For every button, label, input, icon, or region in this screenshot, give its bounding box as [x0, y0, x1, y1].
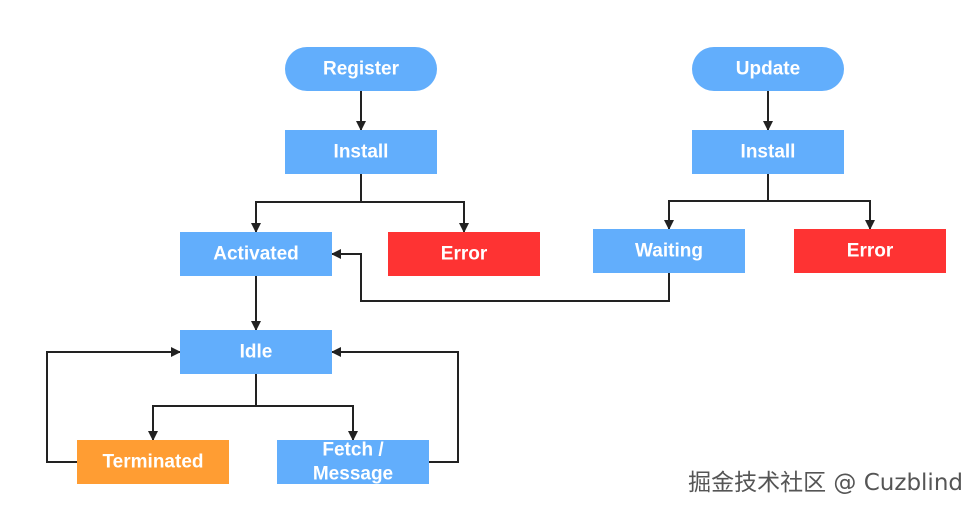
node-label-fetch-message: Message: [313, 464, 393, 485]
node-box-activated: [180, 232, 332, 276]
watermark-text: 掘金技术社区 @ Cuzblind: [688, 470, 963, 496]
node-box-install-1: [285, 130, 437, 174]
node-box-install-2: [692, 130, 844, 174]
node-register: Register: [285, 47, 437, 91]
edge-fetch-message-to-idle: [331, 347, 459, 463]
node-label-install-2: Install: [741, 142, 796, 163]
edge-idle-to-fetch-message: [255, 374, 358, 441]
edge-waiting-to-activated: [331, 249, 670, 302]
node-label-waiting: Waiting: [635, 241, 703, 262]
node-box-register: [285, 47, 437, 91]
node-fetch-message: Fetch / Message: [277, 440, 429, 485]
node-box-error-1: [388, 232, 540, 276]
edge-install-2-to-waiting: [664, 174, 769, 230]
node-label-activated: Activated: [213, 244, 299, 265]
node-box-error-2: [794, 229, 946, 273]
node-label-error-2: Error: [847, 241, 894, 262]
edge-install-1-to-error-1: [360, 174, 469, 233]
node-label-fetch-message: Fetch /: [322, 440, 384, 461]
node-box-idle: [180, 330, 332, 374]
node-install-2: Install: [692, 130, 844, 174]
node-terminated: Terminated: [77, 440, 229, 484]
edges-layer: [46, 91, 875, 463]
node-error-1: Error: [388, 232, 540, 276]
edge-idle-to-terminated: [148, 374, 257, 441]
node-label-idle: Idle: [240, 342, 273, 363]
node-label-register: Register: [323, 59, 400, 80]
node-update: Update: [692, 47, 844, 91]
node-label-terminated: Terminated: [102, 452, 203, 473]
node-label-error-1: Error: [441, 244, 488, 265]
edge-terminated-to-idle: [46, 347, 181, 463]
node-label-update: Update: [736, 59, 800, 80]
node-idle: Idle: [180, 330, 332, 374]
node-label-install-1: Install: [334, 142, 389, 163]
edge-install-2-to-error-2: [767, 174, 875, 230]
node-box-update: [692, 47, 844, 91]
node-activated: Activated: [180, 232, 332, 276]
node-box-fetch-message: [277, 440, 429, 484]
node-install-1: Install: [285, 130, 437, 174]
node-error-2: Error: [794, 229, 946, 273]
node-box-waiting: [593, 229, 745, 273]
edge-install-1-to-activated: [251, 174, 362, 233]
node-waiting: Waiting: [593, 229, 745, 273]
node-box-terminated: [77, 440, 229, 484]
